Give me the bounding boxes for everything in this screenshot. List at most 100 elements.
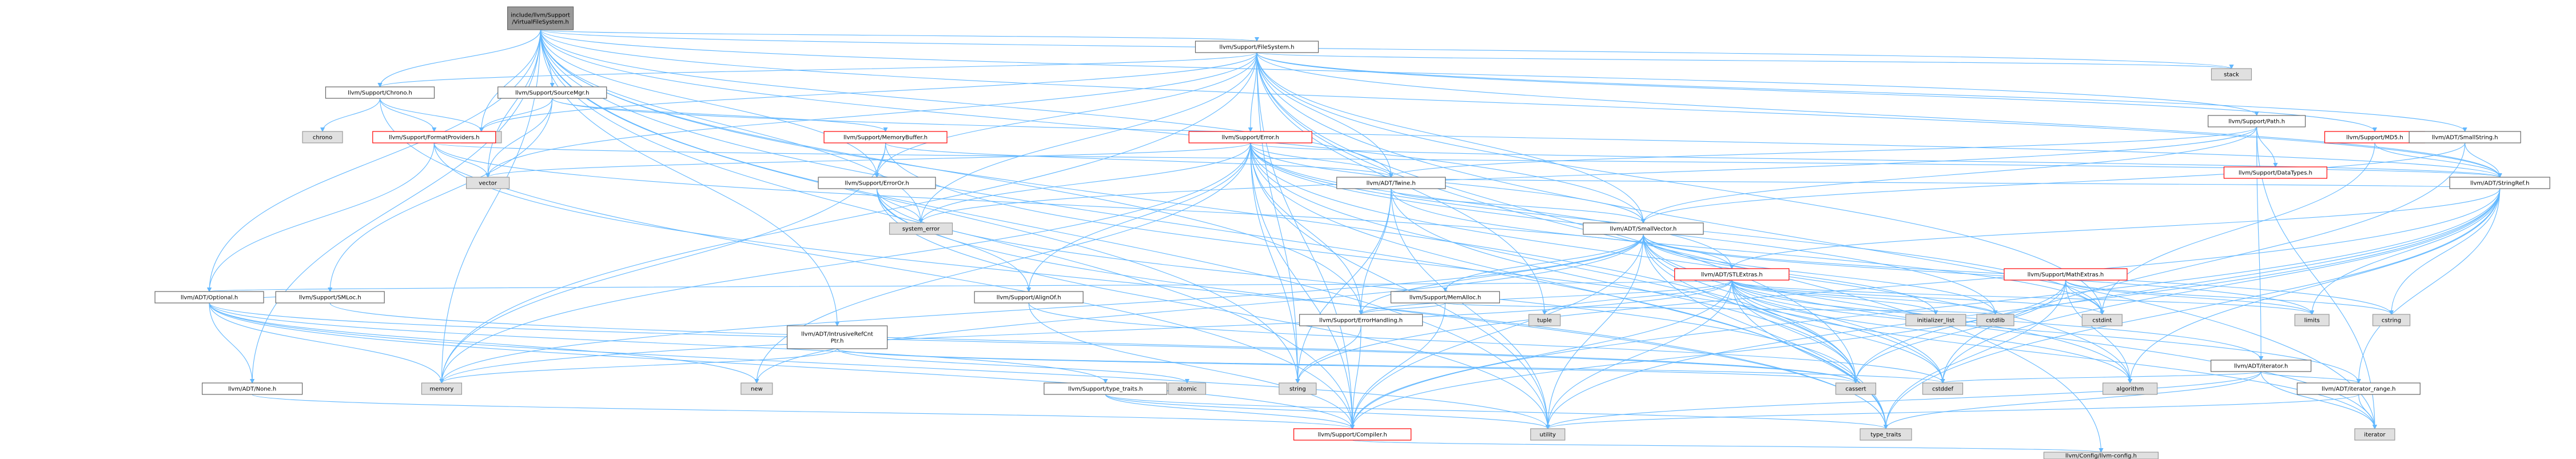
dependency-edge [209,142,435,292]
node-optional[interactable]: llvm/ADT/Optional.h [154,291,264,304]
node-box [1390,291,1500,304]
node-errorhandling[interactable]: llvm/Support/ErrorHandling.h [1299,314,1423,326]
dependency-edge [1256,52,2375,429]
dependency-edge [1732,188,2501,269]
node-fs[interactable]: llvm/Support/FileSystem.h [1195,41,1319,53]
node-compiler[interactable]: llvm/Support/Compiler.h [1293,428,1412,441]
node-stack: stack [2211,68,2252,81]
dependency-edge [380,29,541,87]
node-box [889,222,953,235]
node-label: tuple [1537,318,1552,324]
node-label: llvm/ADT/SmallString.h [2432,135,2498,141]
node-label: cstdlib [1986,318,2005,324]
dependency-edge [1731,280,2359,383]
node-box [1168,382,1207,395]
dependency-edge [209,302,1548,429]
node-label: llvm/Support/Path.h [2228,119,2285,125]
dependency-edge [209,29,541,292]
node-box [2296,382,2420,395]
node-smallvector[interactable]: llvm/ADT/SmallVector.h [1583,222,1704,235]
dependency-edge [1361,302,1446,314]
dependency-edge [1643,234,1996,314]
node-sourcemgr[interactable]: llvm/Support/SourceMgr.h [497,86,607,99]
dependency-edge [1028,302,1352,429]
node-label: Ptr.h [831,338,844,345]
dependency-edge [1297,188,1392,383]
dependency-edge [379,98,1352,429]
node-utility: utility [1530,428,1566,441]
dependency-edge [481,29,541,131]
node-iterator-range[interactable]: llvm/ADT/iterator_range.h [2296,382,2420,395]
node-memalloc[interactable]: llvm/Support/MemAlloc.h [1390,291,1500,304]
node-alignof[interactable]: llvm/Support/AlignOf.h [974,291,1084,304]
node-label: /VirtualFileSystem.h [512,19,569,26]
dependency-edge [1250,142,2500,177]
dependency-edge [209,302,252,383]
node-mathextras[interactable]: llvm/Support/MathExtras.h [2004,268,2128,281]
dependency-edge [1361,234,1644,314]
node-layer: include/llvm/Support/VirtualFileSystem.h… [154,6,2550,459]
node-box [2102,382,2158,395]
dependency-edge [1256,52,1856,383]
node-label: llvm/Support/type_traits.h [1068,386,1142,393]
node-label: new [751,386,763,393]
node-box [2294,314,2330,326]
dependency-edge [540,29,1257,41]
node-formatproviders[interactable]: llvm/Support/FormatProviders.h [372,131,496,143]
dependency-edge [2065,280,2102,314]
dependency-edge [1250,142,1732,269]
node-box [2207,115,2306,127]
node-smloc[interactable]: llvm/Support/SMLoc.h [275,291,385,304]
dependency-edge [441,280,1733,383]
node-none[interactable]: llvm/ADT/None.h [202,382,303,395]
dependency-edge [1297,325,1361,383]
node-vector: vector [466,177,510,189]
node-label: chrono [313,135,332,141]
dependency-edge [1391,126,2258,177]
dependency-edge [1643,234,2312,314]
node-cassert: cassert [1835,382,1877,395]
node-box [302,131,343,143]
node-datatypes[interactable]: llvm/Support/DataTypes.h [2223,166,2328,179]
node-twine[interactable]: llvm/ADT/Twine.h [1336,177,1446,189]
dependency-edge [2065,280,2130,383]
node-error[interactable]: llvm/Support/Error.h [1188,131,1312,143]
node-smallstring[interactable]: llvm/ADT/SmallString.h [2408,131,2521,143]
dependency-edge [2065,280,2391,314]
node-type-traits: type_traits [1860,428,1912,441]
node-stlextras[interactable]: llvm/ADT/STLExtras.h [1674,268,1790,281]
dependency-edge [1731,280,2312,314]
dependency-edge [1250,142,1361,314]
node-label: memory [430,386,454,393]
node-box [1188,131,1312,143]
node-label: stack [2224,72,2239,78]
dependency-edge [1256,52,2102,314]
dependency-edge [488,142,1251,177]
node-typetraits-h[interactable]: llvm/Support/type_traits.h [1044,382,1168,395]
dependency-edge [2312,188,2501,314]
dependency-edge [2358,394,2375,429]
node-erroror[interactable]: llvm/Support/ErrorOr.h [818,177,936,189]
dependency-edge [380,52,1257,87]
node-box [974,291,1084,304]
node-string: string [1279,382,1317,395]
node-label: include/llvm/Support [511,13,570,19]
dependency-edge [481,52,1257,131]
node-chrono[interactable]: llvm/Support/Chrono.h [325,86,435,99]
dependency-edge [1029,142,1251,292]
node-label: vector [479,181,497,187]
dependency-edge [1105,394,1547,429]
node-stringref[interactable]: llvm/ADT/StringRef.h [2449,177,2550,189]
node-box [421,382,463,395]
node-path[interactable]: llvm/Support/Path.h [2207,115,2306,127]
dependency-edge [1731,280,1886,429]
dependency-edge [1250,142,1298,383]
node-box [2408,131,2521,143]
node-box [2211,68,2252,81]
node-box [1293,428,1412,441]
node-iterator: iterator [2354,428,2395,441]
dependency-edge [433,142,2499,177]
node-iterator-h[interactable]: llvm/ADT/iterator.h [2210,360,2312,372]
node-memorybuffer[interactable]: llvm/Support/MemoryBuffer.h [823,131,947,143]
